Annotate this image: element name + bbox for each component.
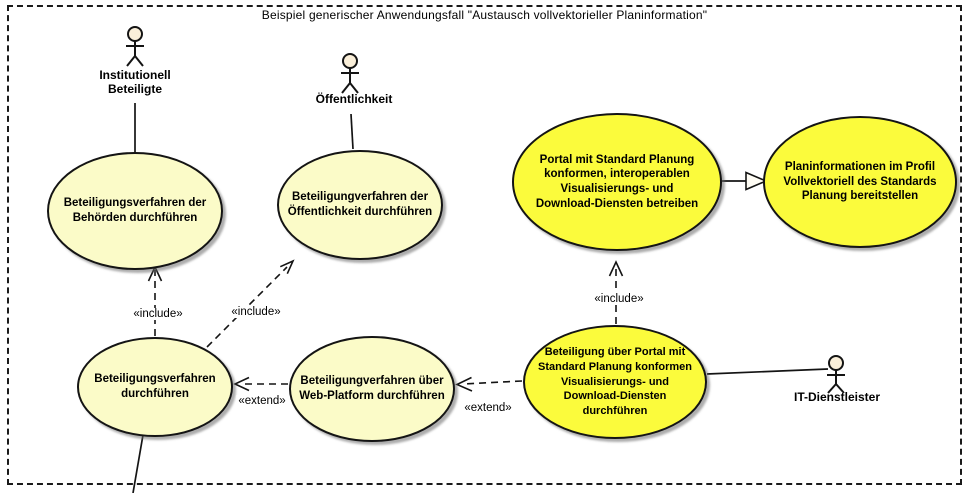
usecase-beteiligung-ueber-portal: Beteiligung über Portal mit Standard Pla… (523, 325, 707, 439)
usecase-behoerden-verfahren: Beteiligungsverfahren der Behörden durch… (47, 152, 223, 270)
usecase-label: Beteiligung über Portal mit Standard Pla… (537, 345, 692, 418)
usecase-webplatform-verfahren: Beteiligungverfahren über Web-Platform d… (289, 336, 455, 442)
actor-label-oeffentlichkeit: Öffentlichkeit (315, 92, 393, 106)
actor-itdienstleister-figure (827, 355, 845, 394)
include-label-portal: «include» (592, 293, 646, 305)
include-edge-behoerden (147, 265, 163, 336)
actor-label-institutionell-beteiligte: Institutionell Beteiligte (99, 68, 171, 96)
usecase-label: Beteiligungsverfahren der Behörden durch… (63, 197, 207, 224)
usecase-beteiligungsverfahren-durchfuehren: Beteiligungsverfahren durchführen (77, 337, 233, 437)
extend-label-portal-webplatform: «extend» (462, 402, 514, 414)
extend-edge-portal-webplatform (455, 376, 523, 392)
usecase-label: Beteiligungsverfahren durchführen (94, 373, 216, 400)
usecase-portal-betreiben: Portal mit Standard Planung konformen, i… (512, 113, 722, 251)
diagram-title: Beispiel generischer Anwendungsfall "Aus… (261, 8, 708, 22)
association-itdienstleister-portal (706, 368, 829, 375)
usecase-label: Portal mit Standard Planung konformen, i… (535, 153, 699, 210)
diagram-boundary-frame (7, 5, 962, 485)
actor-label-itdienstleister: IT-Dienstleister (793, 390, 881, 404)
usecase-oeffentlichkeit-verfahren: Beteiligungverfahren der Öffentlichkeit … (277, 150, 443, 260)
extend-label-webplatform: «extend» (236, 395, 288, 407)
include-label-behoerden: «include» (131, 308, 185, 320)
extend-edge-webplatform (233, 376, 288, 392)
include-label-oeffentlichkeit: «include» (229, 306, 283, 318)
association-oeffentlichkeit-verfahren (350, 113, 354, 150)
include-edge-oeffentlichkeit (206, 259, 295, 348)
actor-institutionell-beteiligte-figure (126, 26, 144, 67)
usecase-planinformationen-bereitstellen: Planinformationen im Profil Vollvektorie… (763, 116, 957, 248)
usecase-label: Beteiligungverfahren über Web-Platform d… (299, 375, 445, 402)
generalization-edge-planinformationen (722, 171, 769, 191)
actor-oeffentlichkeit-figure (341, 53, 359, 94)
association-offscreen-bottom (132, 434, 144, 493)
usecase-label: Beteiligungverfahren der Öffentlichkeit … (287, 191, 433, 218)
usecase-label: Planinformationen im Profil Vollvektorie… (783, 160, 937, 203)
